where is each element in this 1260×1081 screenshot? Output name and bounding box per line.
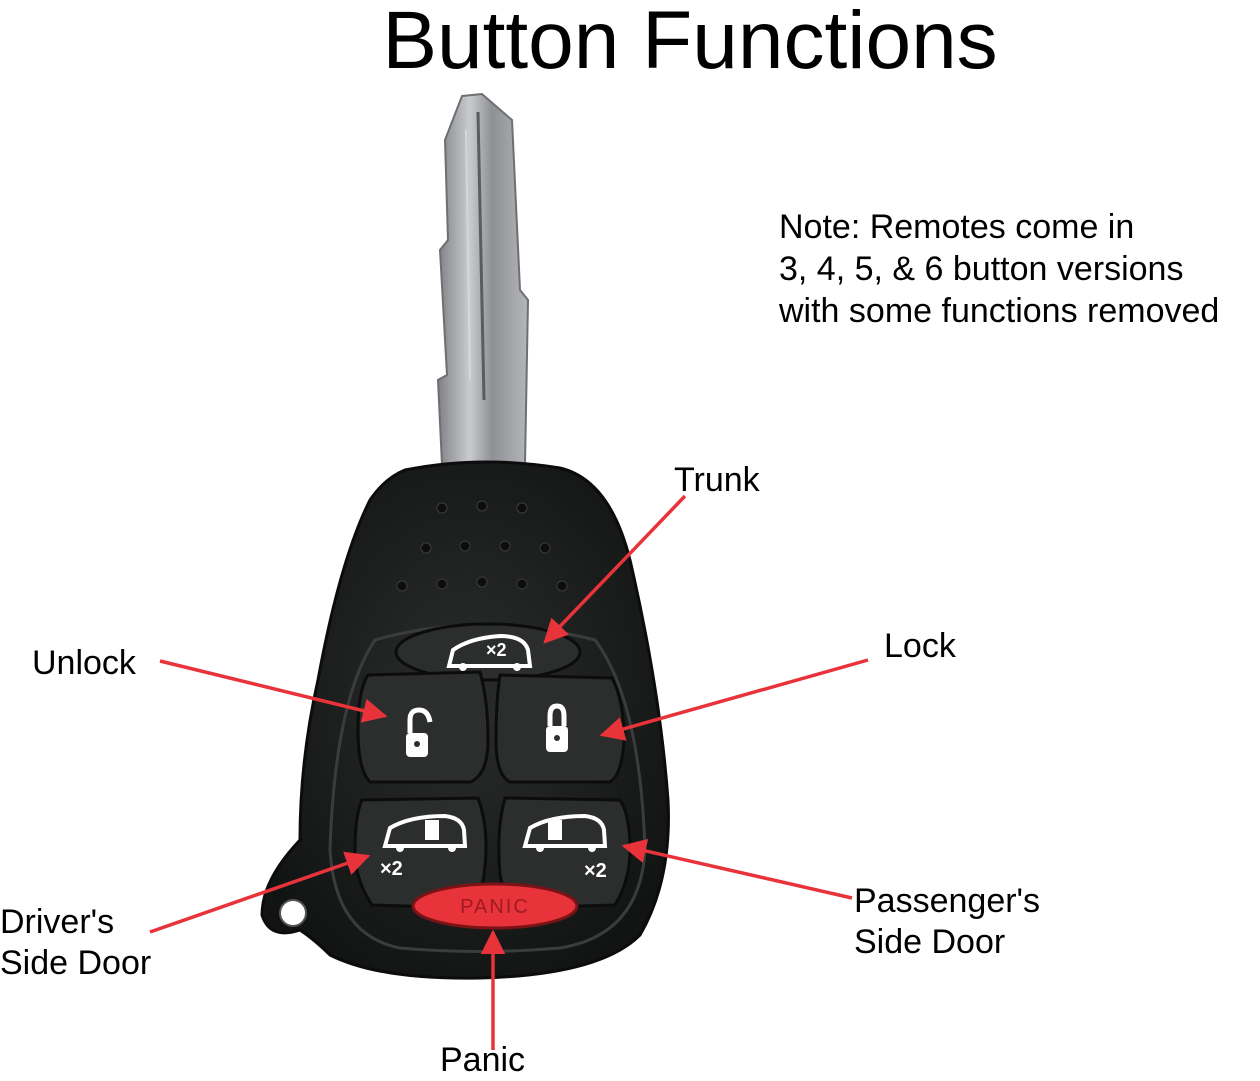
key-blade	[436, 92, 530, 466]
passengers-door-arrow	[621, 838, 853, 900]
trunk-label: Trunk	[674, 461, 760, 499]
panic-button-text: PANIC	[460, 896, 530, 918]
page-title: Button Functions	[382, 0, 998, 86]
trunk-arrow	[543, 494, 687, 644]
drivers-door-button-text: ×2	[380, 858, 403, 880]
note-text: Note: Remotes come in 3, 4, 5, & 6 butto…	[779, 206, 1219, 332]
van-door-icon	[522, 813, 608, 848]
passengers-door-button[interactable]: ×2	[497, 796, 632, 910]
note-line-3: with some functions removed	[779, 292, 1220, 331]
unlock-label: Unlock	[32, 644, 136, 682]
trunk-button-text: ×2	[486, 640, 507, 660]
unlock-button[interactable]	[356, 670, 490, 784]
drivers-door-button[interactable]: ×2	[353, 796, 488, 910]
drivers-side-door-label: Driver's Side Door	[0, 903, 152, 983]
van-icon	[446, 633, 533, 668]
trunk-button[interactable]: ×2	[394, 622, 582, 682]
keyring-hole	[279, 899, 307, 927]
unlock-arrow	[159, 659, 388, 723]
drivers-door-arrow	[149, 851, 371, 934]
van-door-icon	[382, 813, 468, 848]
passengers-side-door-label: Passenger's Side Door	[854, 882, 1041, 962]
lock-arrow	[599, 658, 869, 741]
panic-label: Panic	[440, 1041, 526, 1079]
panic-button[interactable]: PANIC	[411, 882, 579, 930]
note-line-2: 3, 4, 5, & 6 button versions	[779, 250, 1184, 289]
passengers-door-button-text: ×2	[584, 860, 607, 882]
note-line-1: Note: Remotes come in	[779, 208, 1135, 246]
lock-button[interactable]	[494, 673, 626, 784]
lock-label: Lock	[884, 627, 956, 665]
